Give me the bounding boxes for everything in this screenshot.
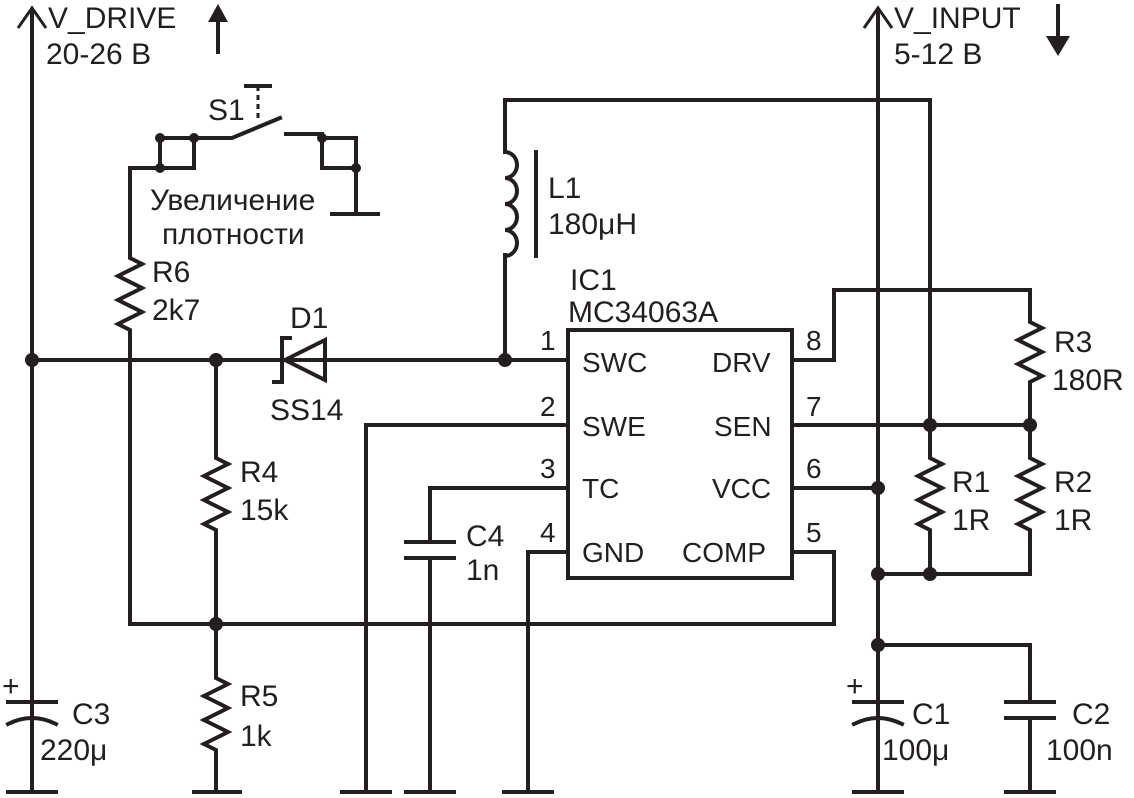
pin8-wire xyxy=(790,288,1032,362)
pin-1-name: SWC xyxy=(582,347,647,378)
pin-3-name: TC xyxy=(582,473,619,504)
pin-8-name: DRV xyxy=(712,347,771,378)
resistor-r3 xyxy=(1013,316,1047,427)
c4-ref: C4 xyxy=(466,520,504,553)
resistor-r1 xyxy=(913,423,947,576)
pin-2-number: 2 xyxy=(540,391,556,422)
r4-ref: R4 xyxy=(240,456,278,489)
d1-value: SS14 xyxy=(270,394,343,427)
pin5-wire xyxy=(128,550,836,626)
pin-2-name: SWE xyxy=(582,411,646,442)
r1-value: 1R xyxy=(952,504,990,537)
pin-8-number: 8 xyxy=(806,325,822,356)
diode-d1 xyxy=(272,336,327,384)
c2-top-wire xyxy=(876,643,1032,702)
s1-description-line1: Увеличение xyxy=(150,184,315,217)
l1-upper-wire xyxy=(503,98,932,427)
c1-ref: C1 xyxy=(912,698,950,731)
r6-ref: R6 xyxy=(152,256,190,289)
inductor-l1 xyxy=(502,149,538,259)
pin3-wire xyxy=(428,486,570,542)
c1-polarity: + xyxy=(846,670,864,703)
pin-3-number: 3 xyxy=(540,453,556,484)
resistor-r2 xyxy=(876,423,1047,576)
pin2-wire xyxy=(364,423,570,792)
v-input-label: V_INPUT xyxy=(894,2,1021,35)
v-input-range: 5-12 В xyxy=(894,38,982,71)
resistor-r4 xyxy=(199,358,233,626)
pin-5-name: COMP xyxy=(682,537,766,568)
c3-value: 220μ xyxy=(40,734,107,767)
c4-value: 1n xyxy=(466,554,499,587)
pin-7-number: 7 xyxy=(806,391,822,422)
c2-ref: C2 xyxy=(1072,698,1110,731)
capacitor-c3 xyxy=(5,700,59,727)
s1-description-line2: плотности xyxy=(162,218,305,251)
pin-1-number: 1 xyxy=(540,325,556,356)
r4-value: 15k xyxy=(240,494,289,527)
resistor-r6 xyxy=(113,166,147,626)
pin-4-number: 4 xyxy=(540,517,556,548)
r2-value: 1R xyxy=(1054,504,1092,537)
capacitor-c2 xyxy=(1004,700,1056,792)
r2-ref: R2 xyxy=(1054,466,1092,499)
r3-ref: R3 xyxy=(1054,326,1092,359)
c3-ref: C3 xyxy=(72,698,110,731)
pin4-wire xyxy=(526,550,570,792)
c2-value: 100n xyxy=(1046,734,1113,767)
pin-7-name: SEN xyxy=(714,411,772,442)
l1-ref: L1 xyxy=(548,172,581,205)
r5-ref: R5 xyxy=(240,680,278,713)
capacitor-c1 xyxy=(851,700,905,727)
ic1-ref: IC1 xyxy=(570,264,617,297)
ic1-body xyxy=(566,328,794,580)
pin-4-name: GND xyxy=(582,537,644,568)
l1-value: 180μH xyxy=(548,208,637,241)
r3-value: 180R xyxy=(1052,364,1124,397)
v-input-rail xyxy=(862,4,1070,792)
capacitor-c4 xyxy=(404,540,456,560)
resistor-r5 xyxy=(199,622,233,792)
junction-dots xyxy=(25,133,1037,652)
s1-ref: S1 xyxy=(208,94,245,127)
d1-ref: D1 xyxy=(290,302,328,335)
r6-value: 2k7 xyxy=(152,294,200,327)
v-drive-label: V_DRIVE xyxy=(48,2,176,35)
c1-value: 100μ xyxy=(882,734,949,767)
pin-6-number: 6 xyxy=(806,453,822,484)
r1-ref: R1 xyxy=(952,466,990,499)
c3-polarity: + xyxy=(2,670,20,703)
v-drive-range: 20-26 В xyxy=(46,38,151,71)
pin-5-number: 5 xyxy=(806,517,822,548)
ic1-part: MC34063A xyxy=(568,296,718,329)
pin-6-name: VCC xyxy=(712,473,771,504)
r5-value: 1k xyxy=(240,720,273,753)
v-drive-rail xyxy=(16,4,570,792)
